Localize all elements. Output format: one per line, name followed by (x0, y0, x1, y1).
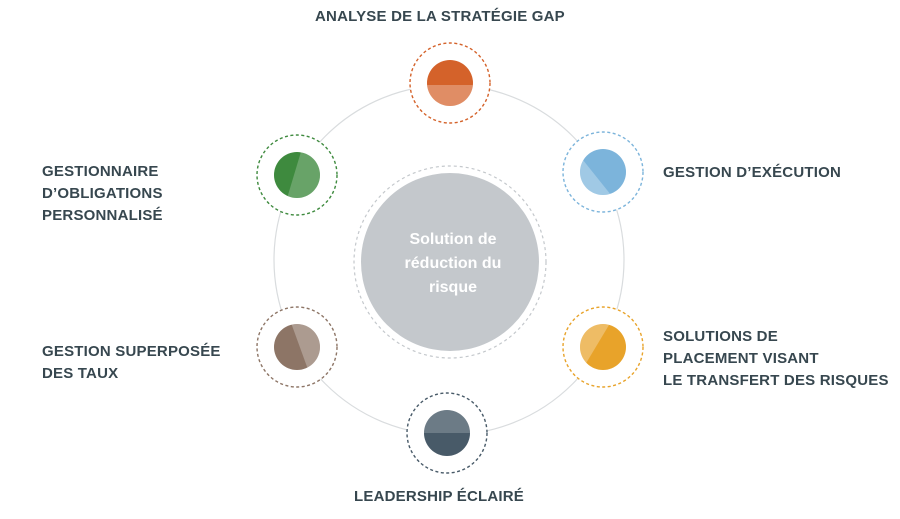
center-title: Solution de réduction du risque (388, 228, 518, 300)
node-dot (580, 149, 626, 195)
node-solutions-placement (562, 306, 644, 388)
node-analyse-gap (409, 42, 491, 124)
node-dot (580, 324, 626, 370)
node-dot (424, 410, 470, 456)
node-dot-highlight (427, 85, 473, 106)
label-analyse-gap: ANALYSE DE LA STRATÉGIE GAP (315, 6, 565, 28)
label-line: GESTIONNAIRE (42, 163, 159, 180)
label-line: D’OBLIGATIONS (42, 185, 163, 202)
label-gestion-execution: GESTION D’EXÉCUTION (663, 162, 841, 184)
node-dot (427, 60, 473, 106)
node-dot-highlight (424, 410, 470, 433)
label-line: GESTION SUPERPOSÉE (42, 343, 221, 360)
label-gestionnaire-obligations: GESTIONNAIRE D’OBLIGATIONS PERSONNALISÉ (42, 161, 163, 227)
node-gestionnaire-obligations (256, 134, 338, 216)
label-line: DES TAUX (42, 365, 119, 382)
node-dot (274, 324, 320, 370)
center-title-line: Solution de (409, 231, 497, 248)
node-gestion-execution (562, 131, 644, 213)
label-line: ANALYSE DE LA STRATÉGIE GAP (315, 8, 565, 25)
label-line: LE TRANSFERT DES RISQUES (663, 372, 889, 389)
center-disk (361, 173, 539, 351)
center-title-line: risque (428, 279, 477, 296)
label-line: PLACEMENT VISANT (663, 350, 819, 367)
label-line: GESTION D’EXÉCUTION (663, 164, 841, 181)
label-gestion-superposee: GESTION SUPERPOSÉE DES TAUX (42, 341, 221, 385)
label-solutions-placement: SOLUTIONS DE PLACEMENT VISANT LE TRANSFE… (663, 326, 889, 392)
label-line: SOLUTIONS DE (663, 328, 778, 345)
center-dashed-ring (353, 165, 547, 359)
center-title-line: réduction du (404, 255, 502, 272)
node-gestion-superposee (256, 306, 338, 388)
node-leadership-eclaire (406, 392, 488, 474)
label-leadership-eclaire: LEADERSHIP ÉCLAIRÉ (354, 486, 524, 508)
label-line: LEADERSHIP ÉCLAIRÉ (354, 488, 525, 505)
node-dot (274, 152, 320, 198)
label-line: PERSONNALISÉ (42, 207, 163, 224)
